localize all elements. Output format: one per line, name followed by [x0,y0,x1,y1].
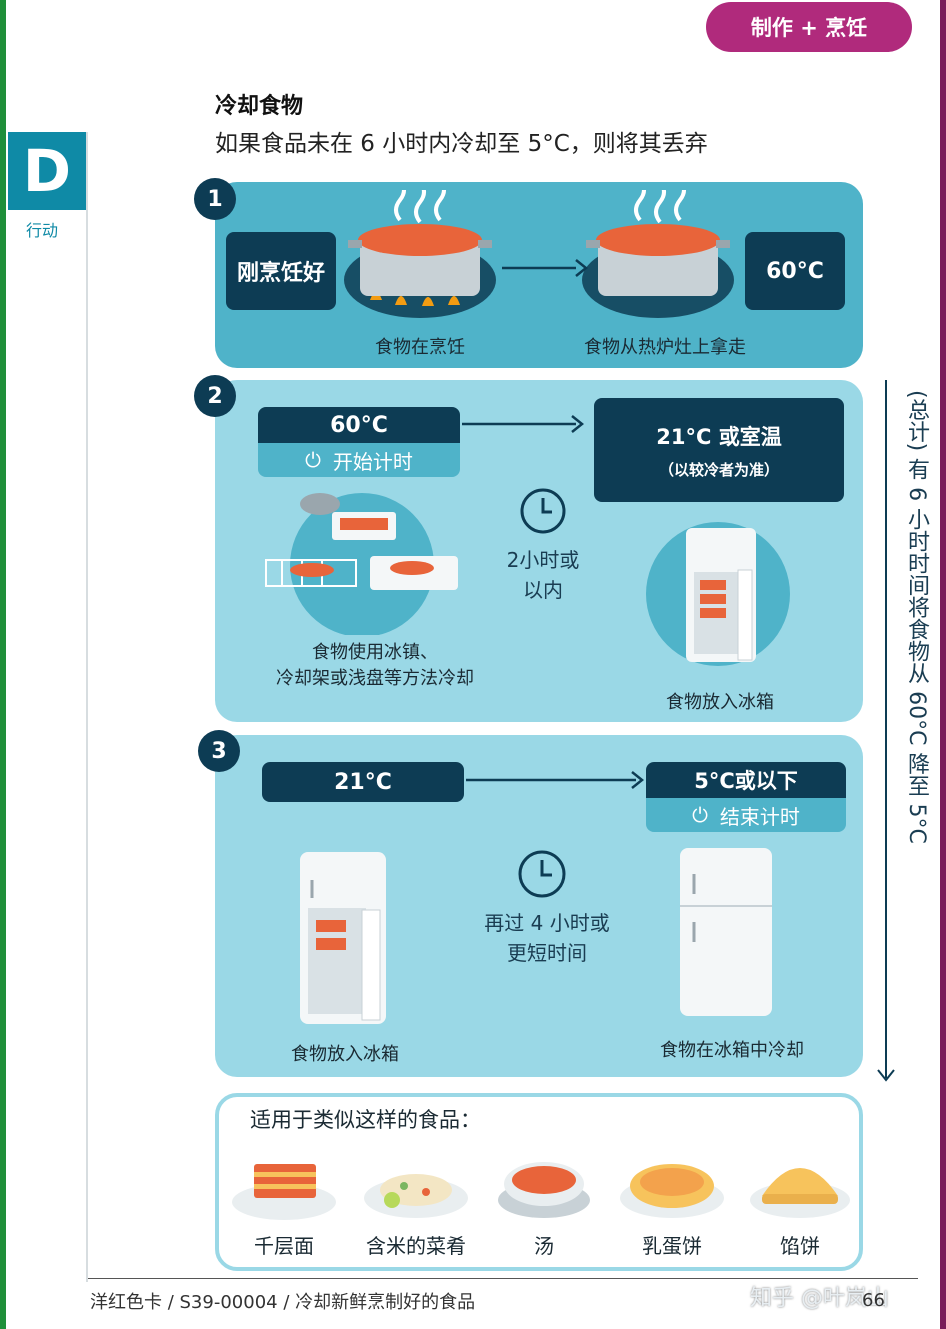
food-label-pie: 馅饼 [780,1234,820,1258]
food-label-rice-dish: 含米的菜肴 [366,1234,466,1258]
watermark: 知乎 @叶岚山 [750,1286,889,1311]
fridge-open-icon [300,852,386,1024]
pie-icon [750,1168,850,1218]
step3-duration-line2: 更短时间 [507,941,587,965]
step2-caption-right: 食物放入冰箱 [666,692,774,713]
foods-illustration [232,1162,850,1220]
quiche-icon [620,1164,724,1218]
step2-end-note: （以较冷者为准） [658,460,779,479]
step3-end-temp: 5°C或以下 [646,762,846,798]
total-time-note: (总计) 有 6 小时时间将食物从 60°C 降至 5°C [904,390,929,844]
footer-text: 洋红色卡 / S39-00004 / 冷却新鲜烹制好的食品 [90,1292,476,1313]
divider [86,132,88,1282]
step2-start-temp: 60°C [258,407,460,443]
rice-dish-icon [364,1174,468,1218]
food-label-soup: 汤 [534,1234,554,1258]
section-tab[interactable]: 制作 + 烹饪 [706,2,912,52]
page-number: 66 [862,1290,885,1311]
timer-icon: ⏻ [692,803,708,827]
step2-duration-line1: 2小时或 [506,548,580,572]
section-label: 行动 [26,221,59,240]
step2-timer: ⏻ 开始计时 [258,443,460,477]
step2-timer-label: 开始计时 [332,449,413,474]
down-arrow-icon [877,380,895,1082]
food-label-lasagna: 千层面 [254,1234,314,1258]
clock-icon [518,850,566,898]
cooling-rack-icon [265,559,357,587]
step2-caption-left-line2: 冷却架或浅盘等方法冷却 [276,668,474,689]
food-label-quiche: 乳蛋饼 [642,1234,702,1258]
section-badge: D [8,132,86,210]
step1-illustration [344,190,734,318]
step3-caption-left: 食物放入冰箱 [291,1044,399,1065]
step2-number: 2 [194,375,236,417]
page-subtitle: 如果食品未在 6 小时内冷却至 5°C，则将其丢弃 [215,131,708,157]
foods-heading: 适用于类似这样的食品： [250,1108,481,1132]
clock-icon [520,488,566,534]
pot-icon [586,224,730,296]
pot-icon [348,224,492,296]
step2-end-box: 21°C 或室温 （以较冷者为准） [594,398,844,502]
step2-duration-line2: 以内 [523,578,563,602]
step3-timer-label: 结束计时 [719,804,800,829]
step1-end-label: 60°C [745,232,845,310]
right-edge-bar [940,0,946,1329]
step2-end-label: 21°C 或室温 [656,424,782,449]
step3-caption-right: 食物在冰箱中冷却 [660,1040,804,1061]
step3-duration-line1: 再过 4 小时或 [484,911,610,935]
shallow-tray-icon [300,493,458,590]
fridge-open-icon [646,522,790,666]
arrow-icon [466,771,645,789]
step1-caption-right: 食物从热炉灶上拿走 [584,337,746,358]
timer-icon: ⏻ [305,448,321,472]
step1-number: 1 [194,178,236,220]
step3-number: 3 [198,730,240,772]
step3-start-temp: 21°C [262,762,464,802]
soup-icon [498,1162,590,1218]
page-title: 冷却食物 [215,94,304,119]
left-edge-bar [0,0,6,1329]
footer-divider [88,1278,918,1279]
step1-caption-left: 食物在烹饪 [375,337,465,358]
lasagna-icon [232,1164,336,1220]
arrow-icon [462,415,585,433]
step2-caption-left-line1: 食物使用冰镇、 [312,642,438,663]
step3-timer: ⏻ 结束计时 [646,798,846,832]
step1-start-label: 刚烹饪好 [226,232,336,310]
fridge-closed-icon [680,848,772,1016]
cooling-methods-illustration [265,493,458,635]
